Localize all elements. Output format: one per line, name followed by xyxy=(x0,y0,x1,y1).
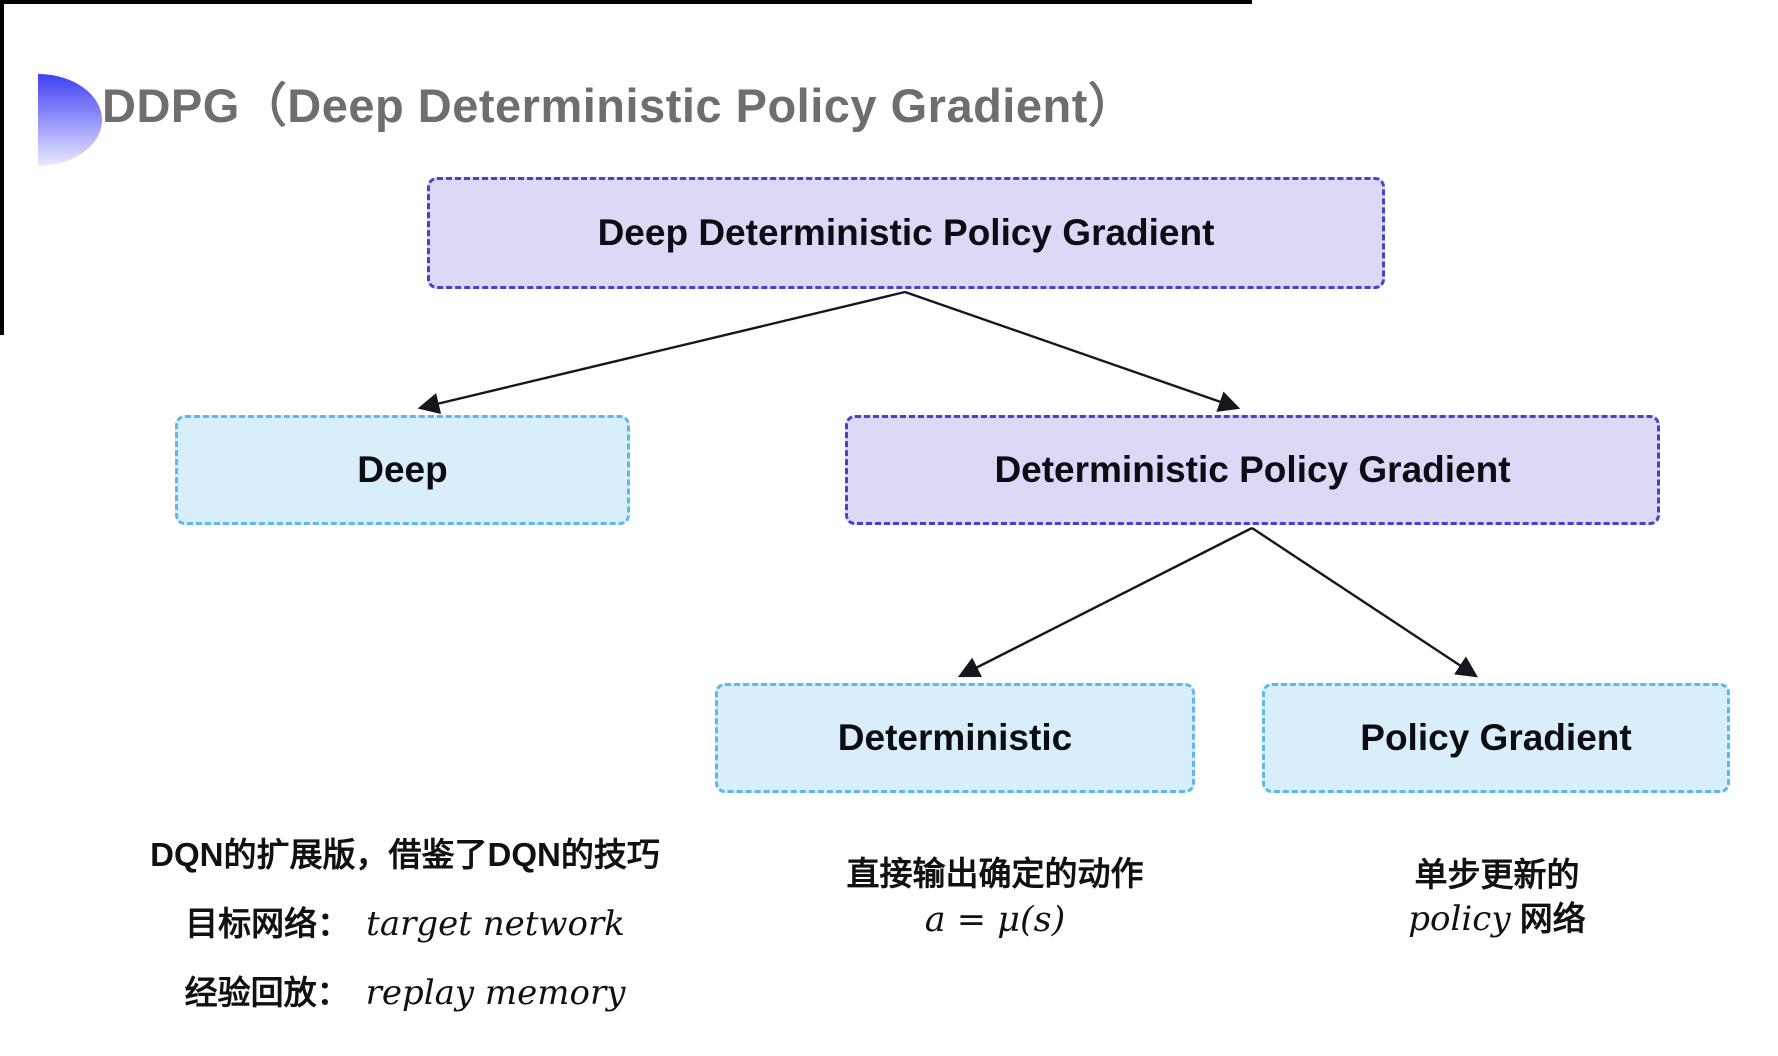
page-title: DDPG（Deep Deterministic Policy Gradient） xyxy=(102,79,1136,132)
replay-memory-value: replay memory xyxy=(365,973,626,1013)
node-label: Policy Gradient xyxy=(1360,717,1632,758)
deterministic-formula: a = μ(s) xyxy=(924,900,1066,940)
arrow-root-to-deep xyxy=(417,290,906,415)
replay-memory-label: 经验回放： xyxy=(184,974,350,1011)
note-deep-summary: DQN的扩展版，借鉴了DQN的技巧 xyxy=(150,836,660,873)
node-label: Deterministic Policy Gradient xyxy=(994,449,1511,490)
node-label: Deep Deterministic Policy Gradient xyxy=(597,212,1215,253)
note-policy-gradient-summary: 单步更新的 xyxy=(1414,856,1580,893)
window-edge-left xyxy=(0,0,4,335)
target-network-value: target network xyxy=(366,904,625,944)
note-deterministic-block: 直接输出确定的动作 a = μ(s) xyxy=(795,852,1195,942)
note-deterministic-summary: 直接输出确定的动作 xyxy=(846,855,1144,892)
node-deterministic: Deterministic xyxy=(715,683,1195,793)
note-policy-network-line: policy 网络 xyxy=(1297,897,1697,941)
note-replay-memory-line: 经验回放： replay memory xyxy=(115,971,695,1015)
window-edge-top xyxy=(0,0,1252,4)
network-word: 网络 xyxy=(1510,900,1586,937)
note-target-network-line: 目标网络： target network xyxy=(115,902,695,946)
node-deterministic-policy-gradient: Deterministic Policy Gradient xyxy=(845,415,1660,525)
note-deep-block: DQN的扩展版，借鉴了DQN的技巧 目标网络： target network 经验… xyxy=(115,833,695,1040)
policy-word-italic: policy xyxy=(1408,899,1511,939)
title-bullet-icon xyxy=(38,74,102,166)
node-label: Deterministic xyxy=(837,717,1073,758)
node-ddpg-root: Deep Deterministic Policy Gradient xyxy=(427,177,1385,289)
node-policy-gradient: Policy Gradient xyxy=(1262,683,1730,793)
note-policy-gradient-block: 单步更新的 policy 网络 xyxy=(1297,853,1697,941)
arrow-root-to-dpg xyxy=(904,290,1241,412)
arrow-dpg-to-deterministic xyxy=(957,526,1253,678)
node-label: Deep xyxy=(357,449,448,490)
target-network-label: 目标网络： xyxy=(185,905,351,942)
node-deep: Deep xyxy=(175,415,630,525)
arrow-dpg-to-policy-gradient xyxy=(1251,526,1479,678)
